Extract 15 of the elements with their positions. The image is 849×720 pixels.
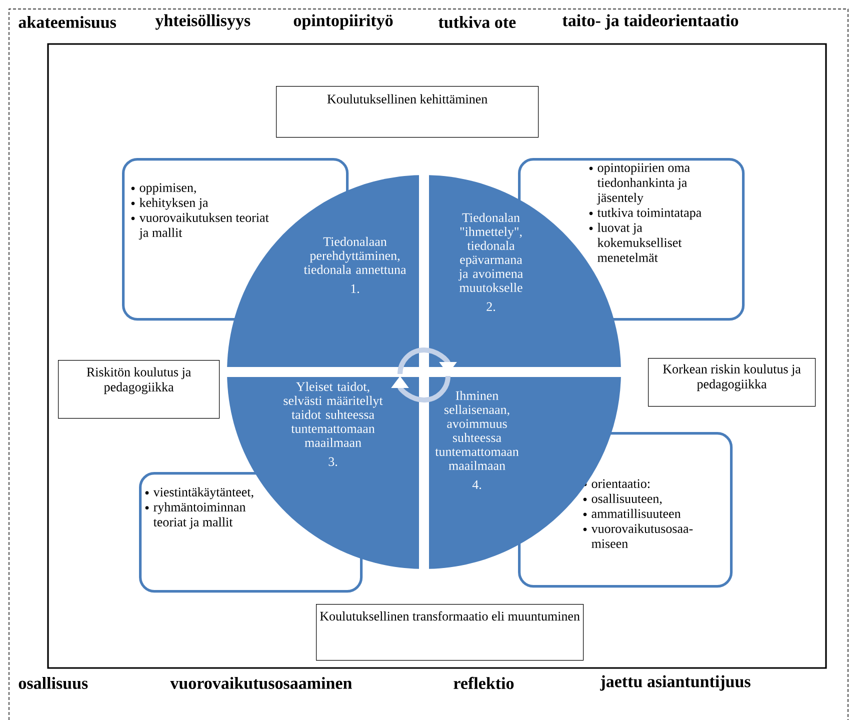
- keyword: reflektio: [454, 676, 514, 690]
- keyword: tutkiva ote: [438, 16, 516, 28]
- text-box: Riskitön koulutus ja pedagogiikka: [58, 360, 220, 419]
- keyword: vuorovaikutusosaaminen: [170, 677, 352, 689]
- keyword: taito- ja taideorientaatio: [562, 14, 738, 30]
- text-box: Korkean riskin koulutus ja pedagogiikka: [648, 358, 816, 407]
- cycle-arrow: [391, 376, 450, 402]
- keyword: opintopiirityö: [294, 14, 393, 30]
- keyword: osallisuus: [18, 677, 88, 689]
- keyword: yhteisöllisyys: [155, 14, 250, 30]
- cycle-arrow: [398, 348, 457, 374]
- keyword: jaettu asiantuntijuus: [600, 675, 750, 691]
- text-box: Koulutuksellinen kehittäminen: [276, 86, 539, 138]
- text-box: Koulutuksellinen transformaatio eli muuntuminen: [316, 604, 584, 661]
- keyword: akateemisuus: [18, 16, 116, 28]
